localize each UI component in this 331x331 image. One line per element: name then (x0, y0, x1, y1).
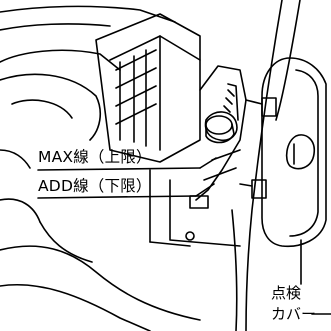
vent-duct (95, 13, 241, 247)
body-panel (0, 5, 201, 331)
inspection-cover-label-line1: 点検 (271, 284, 302, 302)
fluid-reservoir (185, 65, 247, 241)
door-pillar (231, 0, 301, 331)
inspection-cover (261, 57, 327, 248)
cover-leader (300, 239, 331, 315)
inspection-cover-label-line2: カバー (271, 305, 317, 323)
hinge-clips (239, 97, 277, 199)
max-line-label: MAX線（上限） (38, 148, 152, 166)
leader-lines (37, 157, 217, 199)
add-line-label: ADD線（下限） (38, 177, 152, 195)
